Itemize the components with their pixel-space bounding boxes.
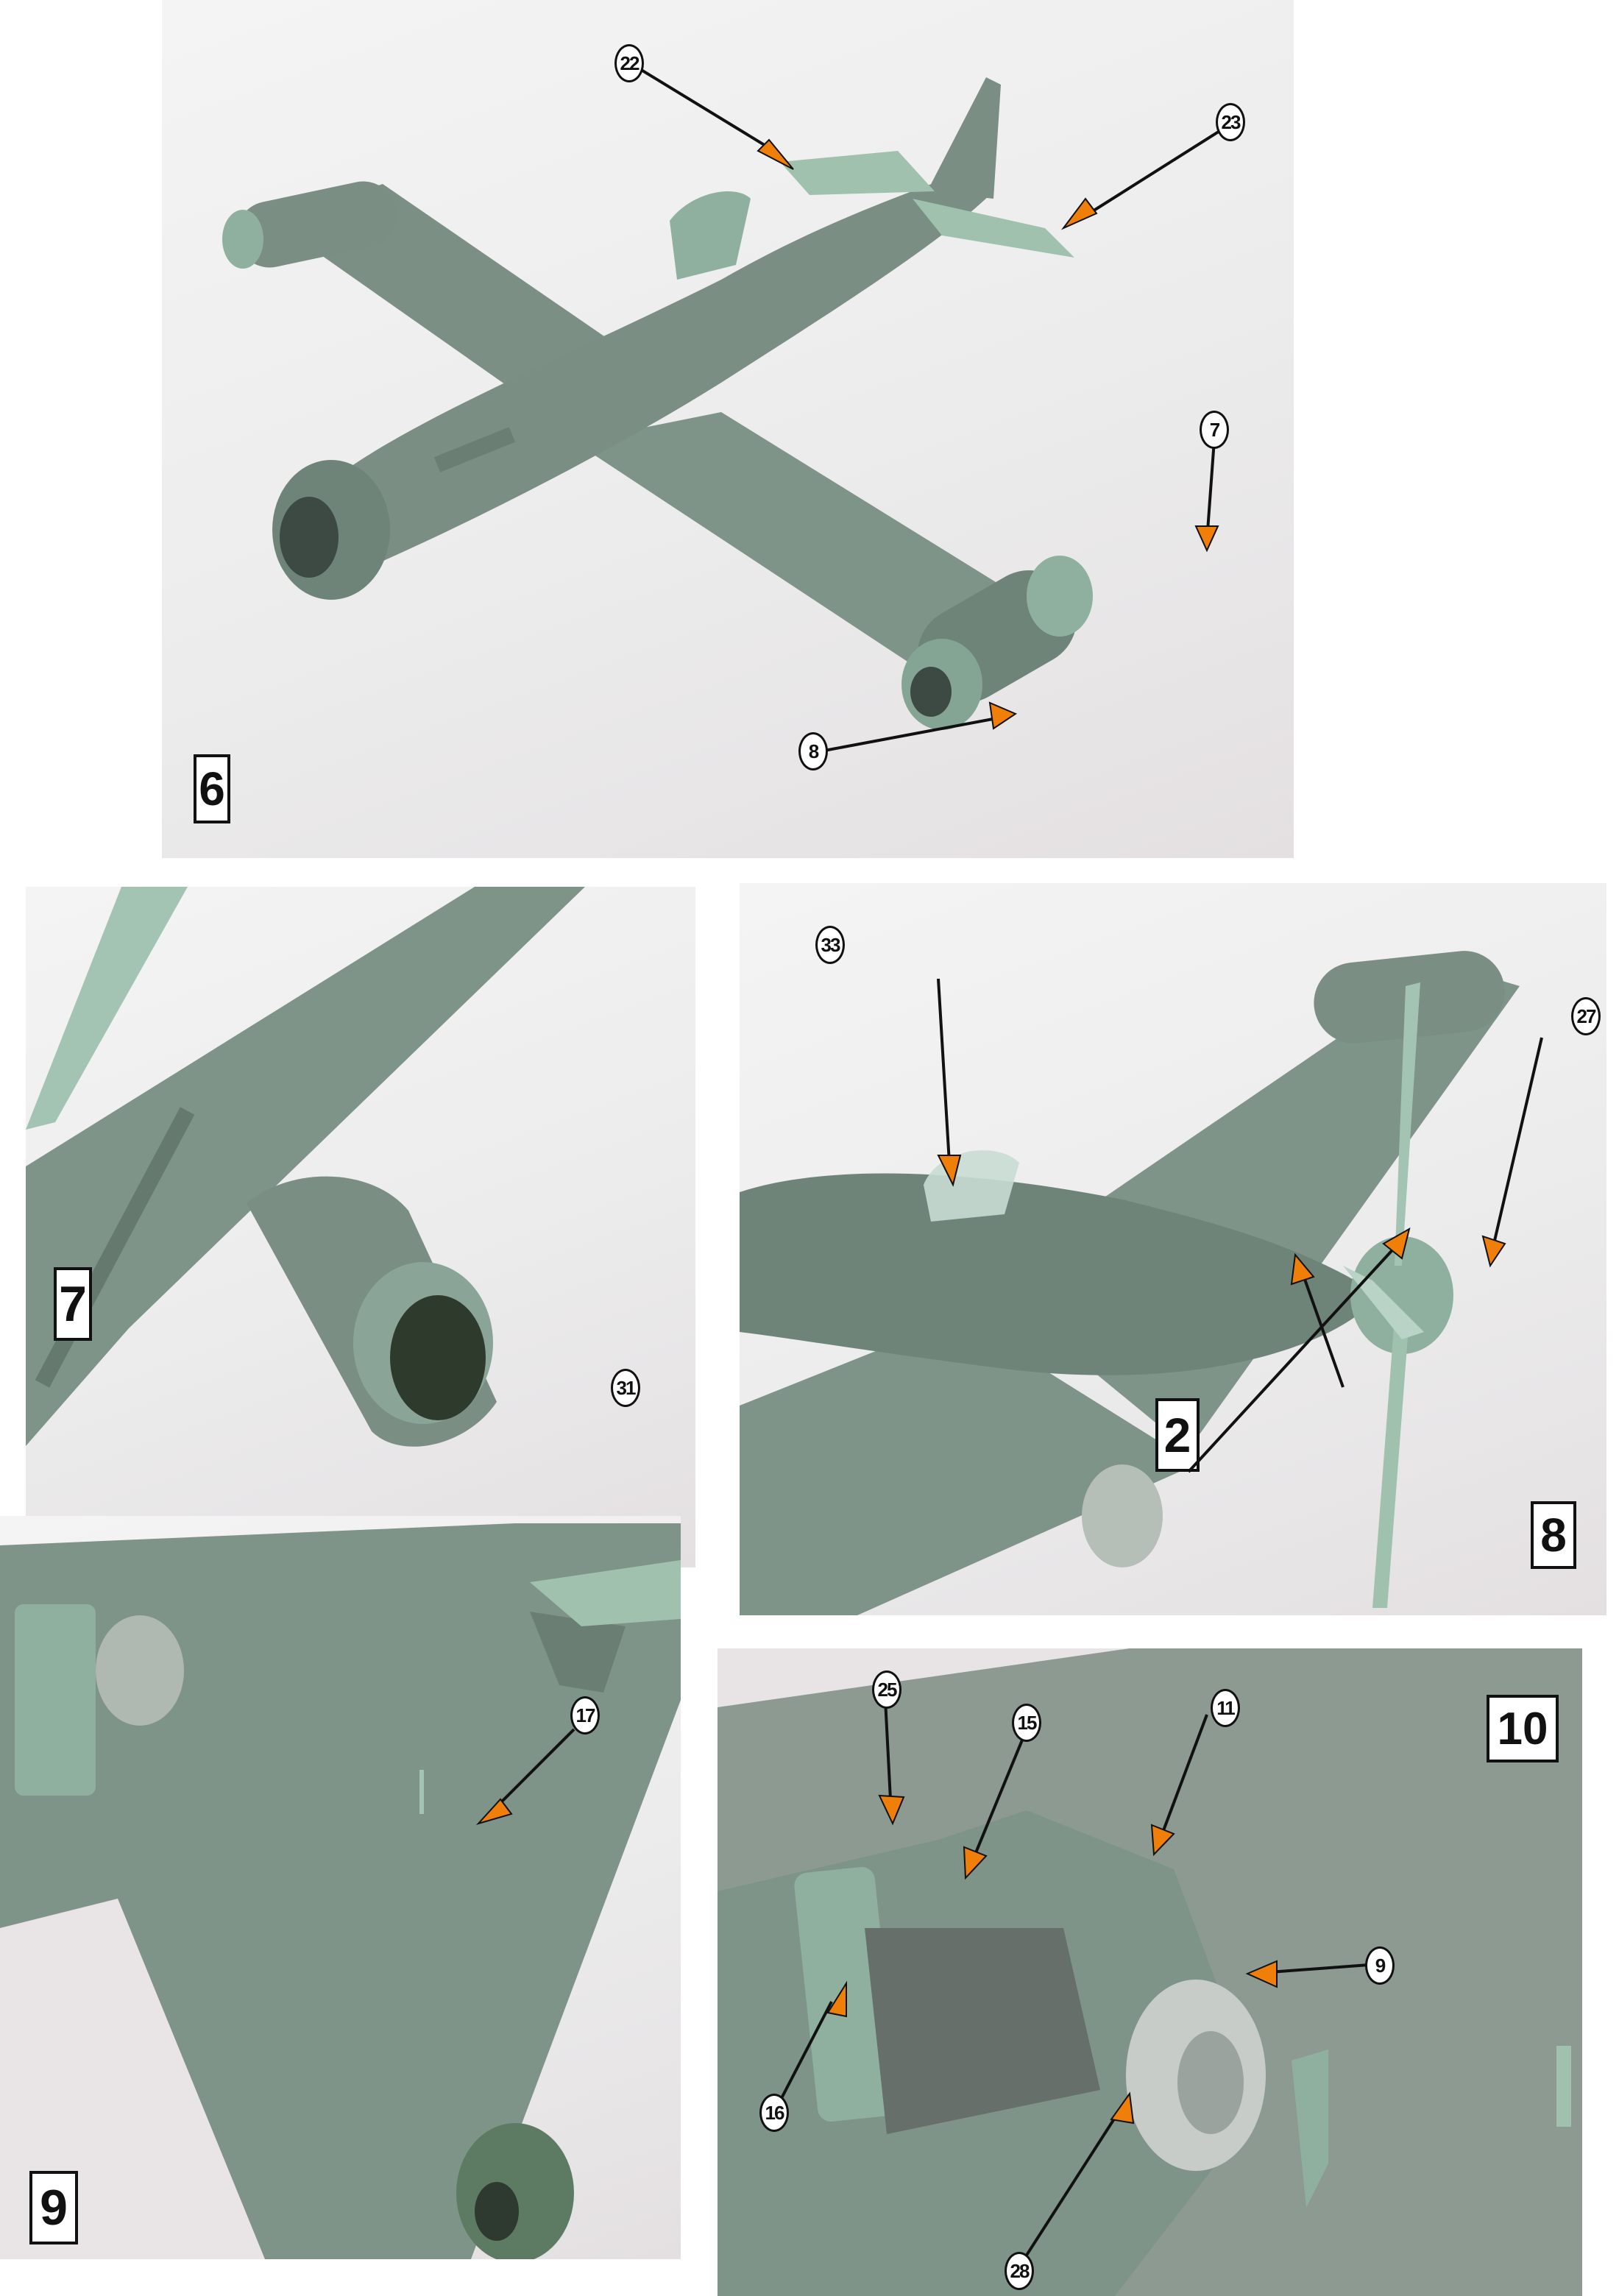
step-number: 6	[199, 762, 225, 815]
nose-intake-illustration	[26, 887, 585, 1447]
photo-panel-step-6: 6	[162, 0, 1294, 858]
propeller-reference-box: 2	[1155, 1398, 1200, 1472]
undercarriage-illustration	[718, 1648, 1582, 2296]
callout-part-7: 7	[1200, 411, 1229, 449]
callout-part-15: 15	[1012, 1704, 1041, 1742]
callout-part-27: 27	[1571, 997, 1601, 1035]
step-number: 7	[59, 1276, 87, 1332]
photo-panel-step-8: 8 2	[740, 883, 1606, 1615]
nose-propeller-illustration	[740, 951, 1520, 1615]
photo-panel-step-7: 7	[26, 887, 695, 1567]
step-number-box: 7	[54, 1267, 92, 1341]
photo-panel-step-9: 9	[0, 1516, 681, 2259]
step-number: 10	[1497, 1703, 1548, 1754]
callout-part-23: 23	[1216, 103, 1245, 141]
step-number-box: 6	[194, 754, 230, 823]
photo-panel-step-10: 10	[718, 1648, 1582, 2296]
callout-part-28: 28	[1005, 2252, 1034, 2290]
callout-part-9: 9	[1365, 1946, 1395, 1985]
step-number: 9	[40, 2180, 68, 2236]
callout-part-16: 16	[759, 2094, 789, 2132]
propeller-reference-number: 2	[1163, 1408, 1191, 1462]
step-number-box: 10	[1487, 1695, 1559, 1762]
model-overall-illustration	[222, 77, 1093, 730]
callout-part-17: 17	[570, 1696, 600, 1735]
callout-part-8: 8	[798, 732, 828, 770]
callout-part-22: 22	[614, 44, 644, 82]
callout-part-33: 33	[815, 926, 845, 964]
callout-part-11: 11	[1211, 1689, 1240, 1727]
step-number: 8	[1540, 1509, 1567, 1562]
callout-part-25: 25	[872, 1670, 901, 1709]
upper-wing-illustration	[0, 1523, 681, 2259]
step-number-box: 8	[1531, 1501, 1576, 1569]
step-number-box: 9	[29, 2171, 78, 2244]
callout-part-31: 31	[611, 1369, 640, 1407]
